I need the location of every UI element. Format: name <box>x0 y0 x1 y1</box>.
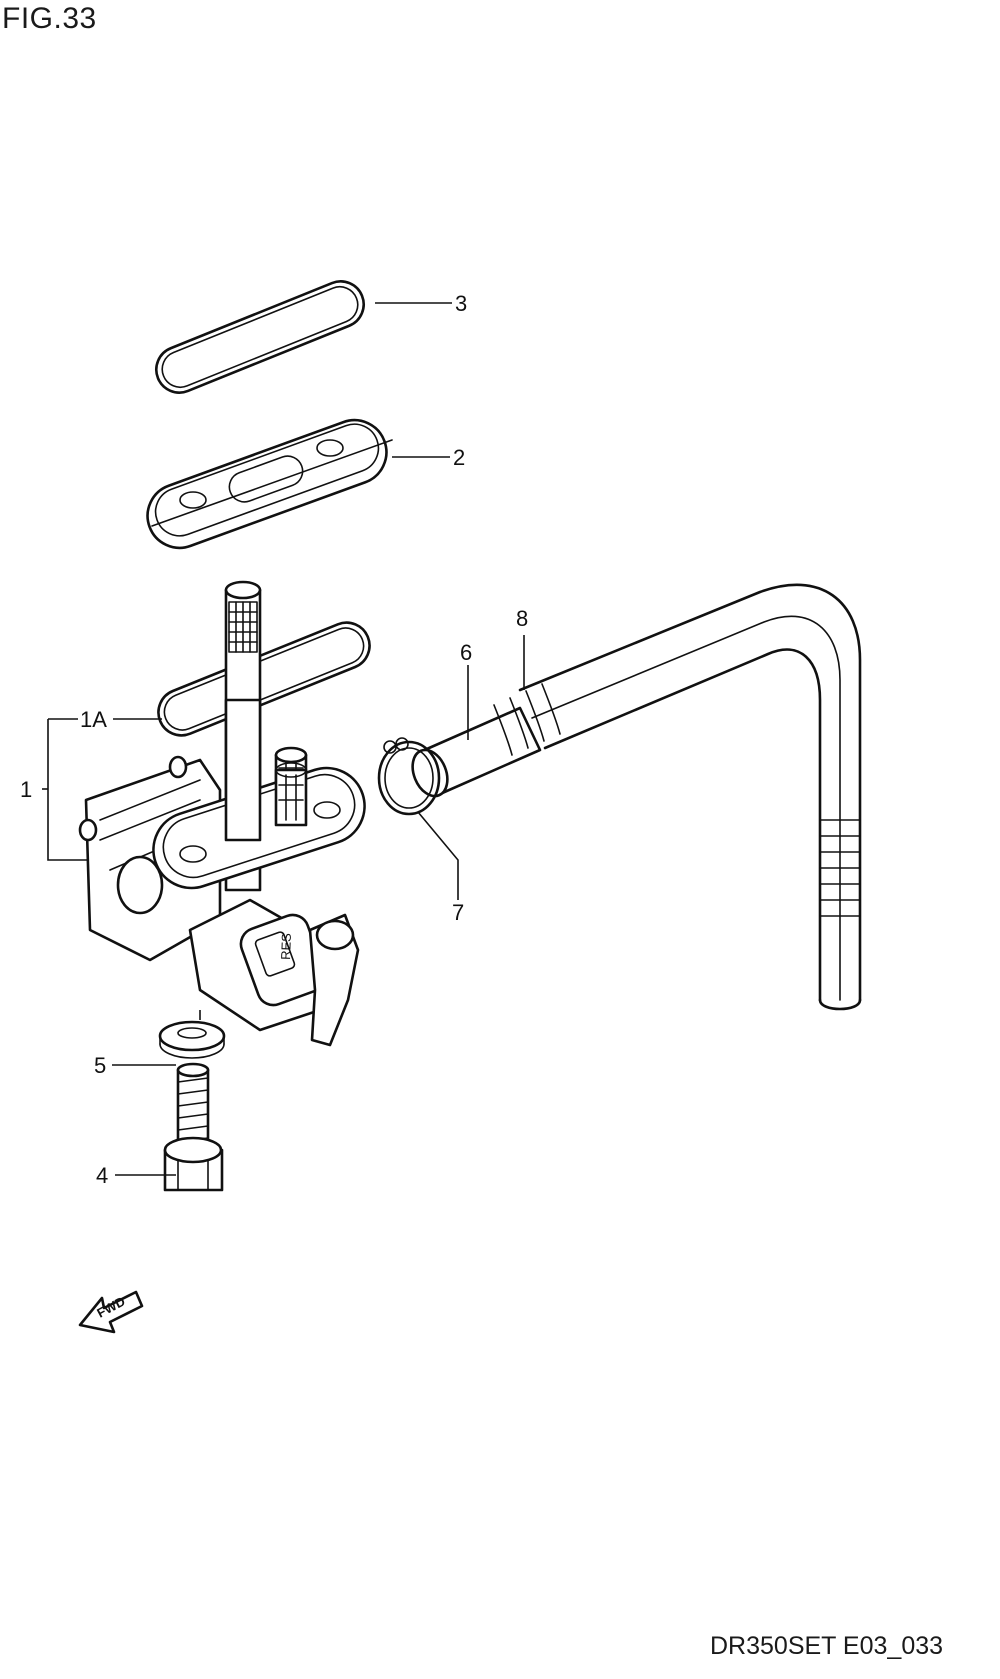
callout-8: 8 <box>516 606 528 631</box>
forward-direction-arrow: FWD <box>78 1290 144 1334</box>
part-4-bolt <box>163 1062 224 1192</box>
callout-7: 7 <box>452 900 464 925</box>
callout-1: 1 <box>20 777 32 802</box>
callout-2: 2 <box>453 445 465 470</box>
part-8-fuel-hose <box>493 583 862 1011</box>
part-2-gasket <box>146 418 393 550</box>
callout-6: 6 <box>460 640 472 665</box>
part-1a-o-ring <box>157 621 371 737</box>
callout-3: 3 <box>455 291 467 316</box>
callout-4: 4 <box>96 1163 108 1188</box>
part-7-clamp <box>377 737 441 816</box>
leader-lines <box>42 302 525 1176</box>
figure-title: FIG.33 <box>2 2 97 35</box>
part-3-o-ring <box>155 280 365 394</box>
part-5-washer <box>158 1020 226 1059</box>
callout-5: 5 <box>94 1053 106 1078</box>
part-1-fuel-cock <box>78 580 366 1047</box>
callout-1a: 1A <box>80 707 107 732</box>
res-marking: RES <box>278 933 294 961</box>
diagram-code: DR350SET E03_033 <box>710 1632 944 1660</box>
